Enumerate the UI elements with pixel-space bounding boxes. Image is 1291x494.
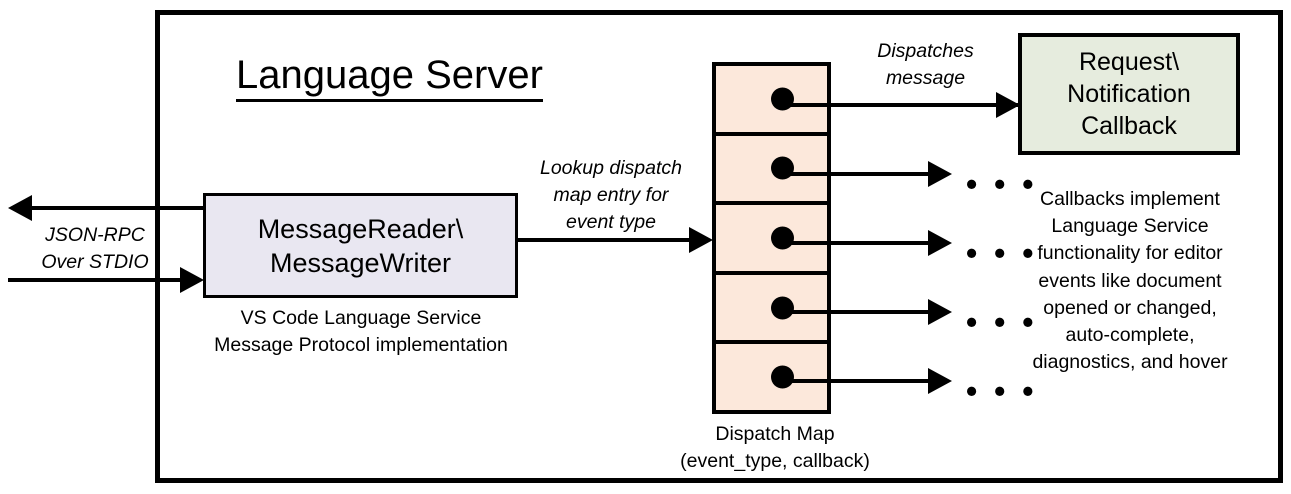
jsonrpc-label-line2: Over STDIO (41, 251, 149, 273)
stdio-out-arrowhead (8, 195, 32, 221)
stdio-out-line (30, 206, 207, 210)
ellipsis-5: • • • (966, 373, 1038, 409)
dispatch-map-row[interactable] (716, 344, 827, 410)
dispatch-arrow-line-1 (786, 103, 1020, 107)
jsonrpc-transport-label: JSON-RPC Over STDIO (20, 222, 170, 276)
dispatch-arrow-line-3 (786, 241, 932, 245)
callback-line-2: Notification (1067, 80, 1191, 108)
page-title: Language Server (236, 52, 543, 102)
message-writer-label: MessageWriter (269, 247, 452, 278)
dispatch-map-caption-line1: Dispatch Map (715, 423, 835, 445)
stdio-in-arrowhead (180, 267, 204, 293)
callback-desc-line: functionality for editor (1037, 242, 1223, 265)
dispatches-label-line2: message (885, 67, 966, 89)
callback-desc-line: Callbacks implement (1040, 188, 1220, 210)
callback-dot-icon (771, 296, 794, 320)
dispatch-arrow-line-4 (786, 310, 932, 314)
callback-desc-line: Language Service (1051, 215, 1209, 238)
callback-line-1: Request\ (1078, 48, 1180, 76)
callback-description: Callbacks implement Language Service fun… (1010, 186, 1250, 376)
dispatch-arrow-head-4 (928, 299, 952, 325)
request-notification-callback-box[interactable]: Request\ Notification Callback (1018, 33, 1240, 155)
message-reader-writer-caption: VS Code Language Service Message Protoco… (196, 305, 526, 359)
dispatches-message-label: Dispatches message (838, 38, 1013, 92)
dispatches-label-line1: Dispatches (877, 40, 974, 62)
callback-line-3: Callback (1081, 112, 1177, 140)
caption-line-2: Message Protocol implementation (214, 334, 508, 356)
callback-desc-line: auto-complete, (1065, 324, 1195, 347)
jsonrpc-label-line1: JSON-RPC (45, 224, 145, 246)
dispatch-map-caption: Dispatch Map (event_type, callback) (640, 421, 910, 475)
caption-line-1: VS Code Language Service (240, 307, 482, 329)
lookup-label-line1: Lookup dispatch (539, 157, 683, 179)
callback-dot-icon (771, 226, 794, 250)
lookup-label-line2: map entry for (553, 184, 669, 206)
dispatch-map-caption-line2: (event_type, callback) (680, 450, 870, 472)
callback-desc-line: opened or changed, (1043, 296, 1217, 319)
message-reader-label: MessageReader\ (257, 213, 464, 244)
callback-desc-line: diagnostics, and hover (1032, 351, 1228, 374)
lookup-dispatch-line (518, 238, 692, 242)
language-server-container (155, 10, 1283, 483)
stdio-in-line (8, 278, 183, 282)
dispatch-arrow-line-2 (786, 172, 932, 176)
dispatch-map-row[interactable] (716, 205, 827, 275)
dispatch-map-row[interactable] (716, 136, 827, 206)
dispatch-arrow-head-5 (928, 368, 952, 394)
dispatch-arrow-line-5 (786, 379, 932, 383)
callback-desc-line: events like document (1038, 269, 1222, 292)
lookup-label-line3: event type (566, 211, 656, 233)
dispatch-arrow-head-2 (928, 161, 952, 187)
dispatch-arrow-head-3 (928, 230, 952, 256)
lookup-dispatch-arrowhead (689, 227, 713, 253)
dispatch-map-row[interactable] (716, 66, 827, 136)
callback-dot-icon (771, 365, 794, 389)
message-reader-writer-box[interactable]: MessageReader\ MessageWriter (203, 193, 518, 298)
dispatch-map-table[interactable] (712, 62, 831, 414)
callback-dot-icon (771, 156, 794, 180)
dispatch-arrow-head-1 (996, 92, 1020, 118)
lookup-dispatch-label: Lookup dispatch map entry for event type (516, 155, 706, 236)
